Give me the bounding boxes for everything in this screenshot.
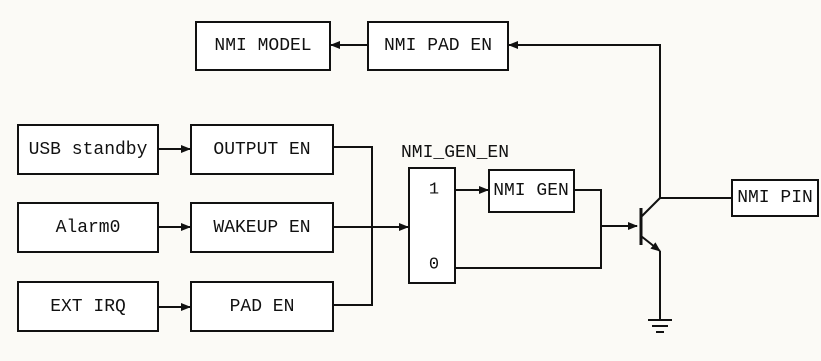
wakeup-en-label: WAKEUP EN: [213, 218, 310, 238]
nmi-model-block: NMI MODEL: [195, 21, 331, 71]
ext-irq-label: EXT IRQ: [50, 297, 126, 317]
wakeup-en-block: WAKEUP EN: [190, 202, 334, 253]
nmi-gen-output-wire: [574, 189, 602, 226]
collector-to-pad-en-arrow: [508, 41, 661, 198]
transistor-emitter: [640, 235, 661, 252]
usb-standby-label: USB standby: [29, 140, 148, 160]
usb-standby-block: USB standby: [17, 124, 159, 175]
output-en-wire: [333, 146, 373, 227]
mux-input-1-label: 1: [429, 181, 439, 200]
nmi-pin-label: NMI PIN: [737, 188, 813, 208]
output-en-block: OUTPUT EN: [190, 124, 334, 175]
nmi-gen-block: NMI GEN: [488, 169, 575, 213]
ext-irq-block: EXT IRQ: [17, 281, 159, 332]
output-en-label: OUTPUT EN: [213, 140, 310, 160]
alarm0-block: Alarm0: [17, 202, 159, 253]
mux-block: 1 0: [408, 167, 456, 284]
mux-0-output-wire: [455, 226, 602, 269]
nmi-pad-en-block: NMI PAD EN: [367, 21, 509, 71]
nmi-gen-label: NMI GEN: [493, 181, 569, 201]
pad-en-label: PAD EN: [230, 297, 295, 317]
ground-icon: [648, 251, 672, 333]
mux-input-0-label: 0: [429, 256, 439, 275]
nmi-gen-en-label: NMI_GEN_EN: [401, 143, 509, 163]
pad-en-wire: [333, 227, 373, 306]
nmi-pin-block: NMI PIN: [731, 179, 819, 217]
transistor-collector: [640, 197, 661, 218]
nmi-pad-en-label: NMI PAD EN: [384, 36, 492, 56]
nmi-model-label: NMI MODEL: [214, 36, 311, 56]
pad-en-block: PAD EN: [190, 281, 334, 332]
alarm0-label: Alarm0: [56, 218, 121, 238]
transistor-symbol: [601, 197, 661, 252]
